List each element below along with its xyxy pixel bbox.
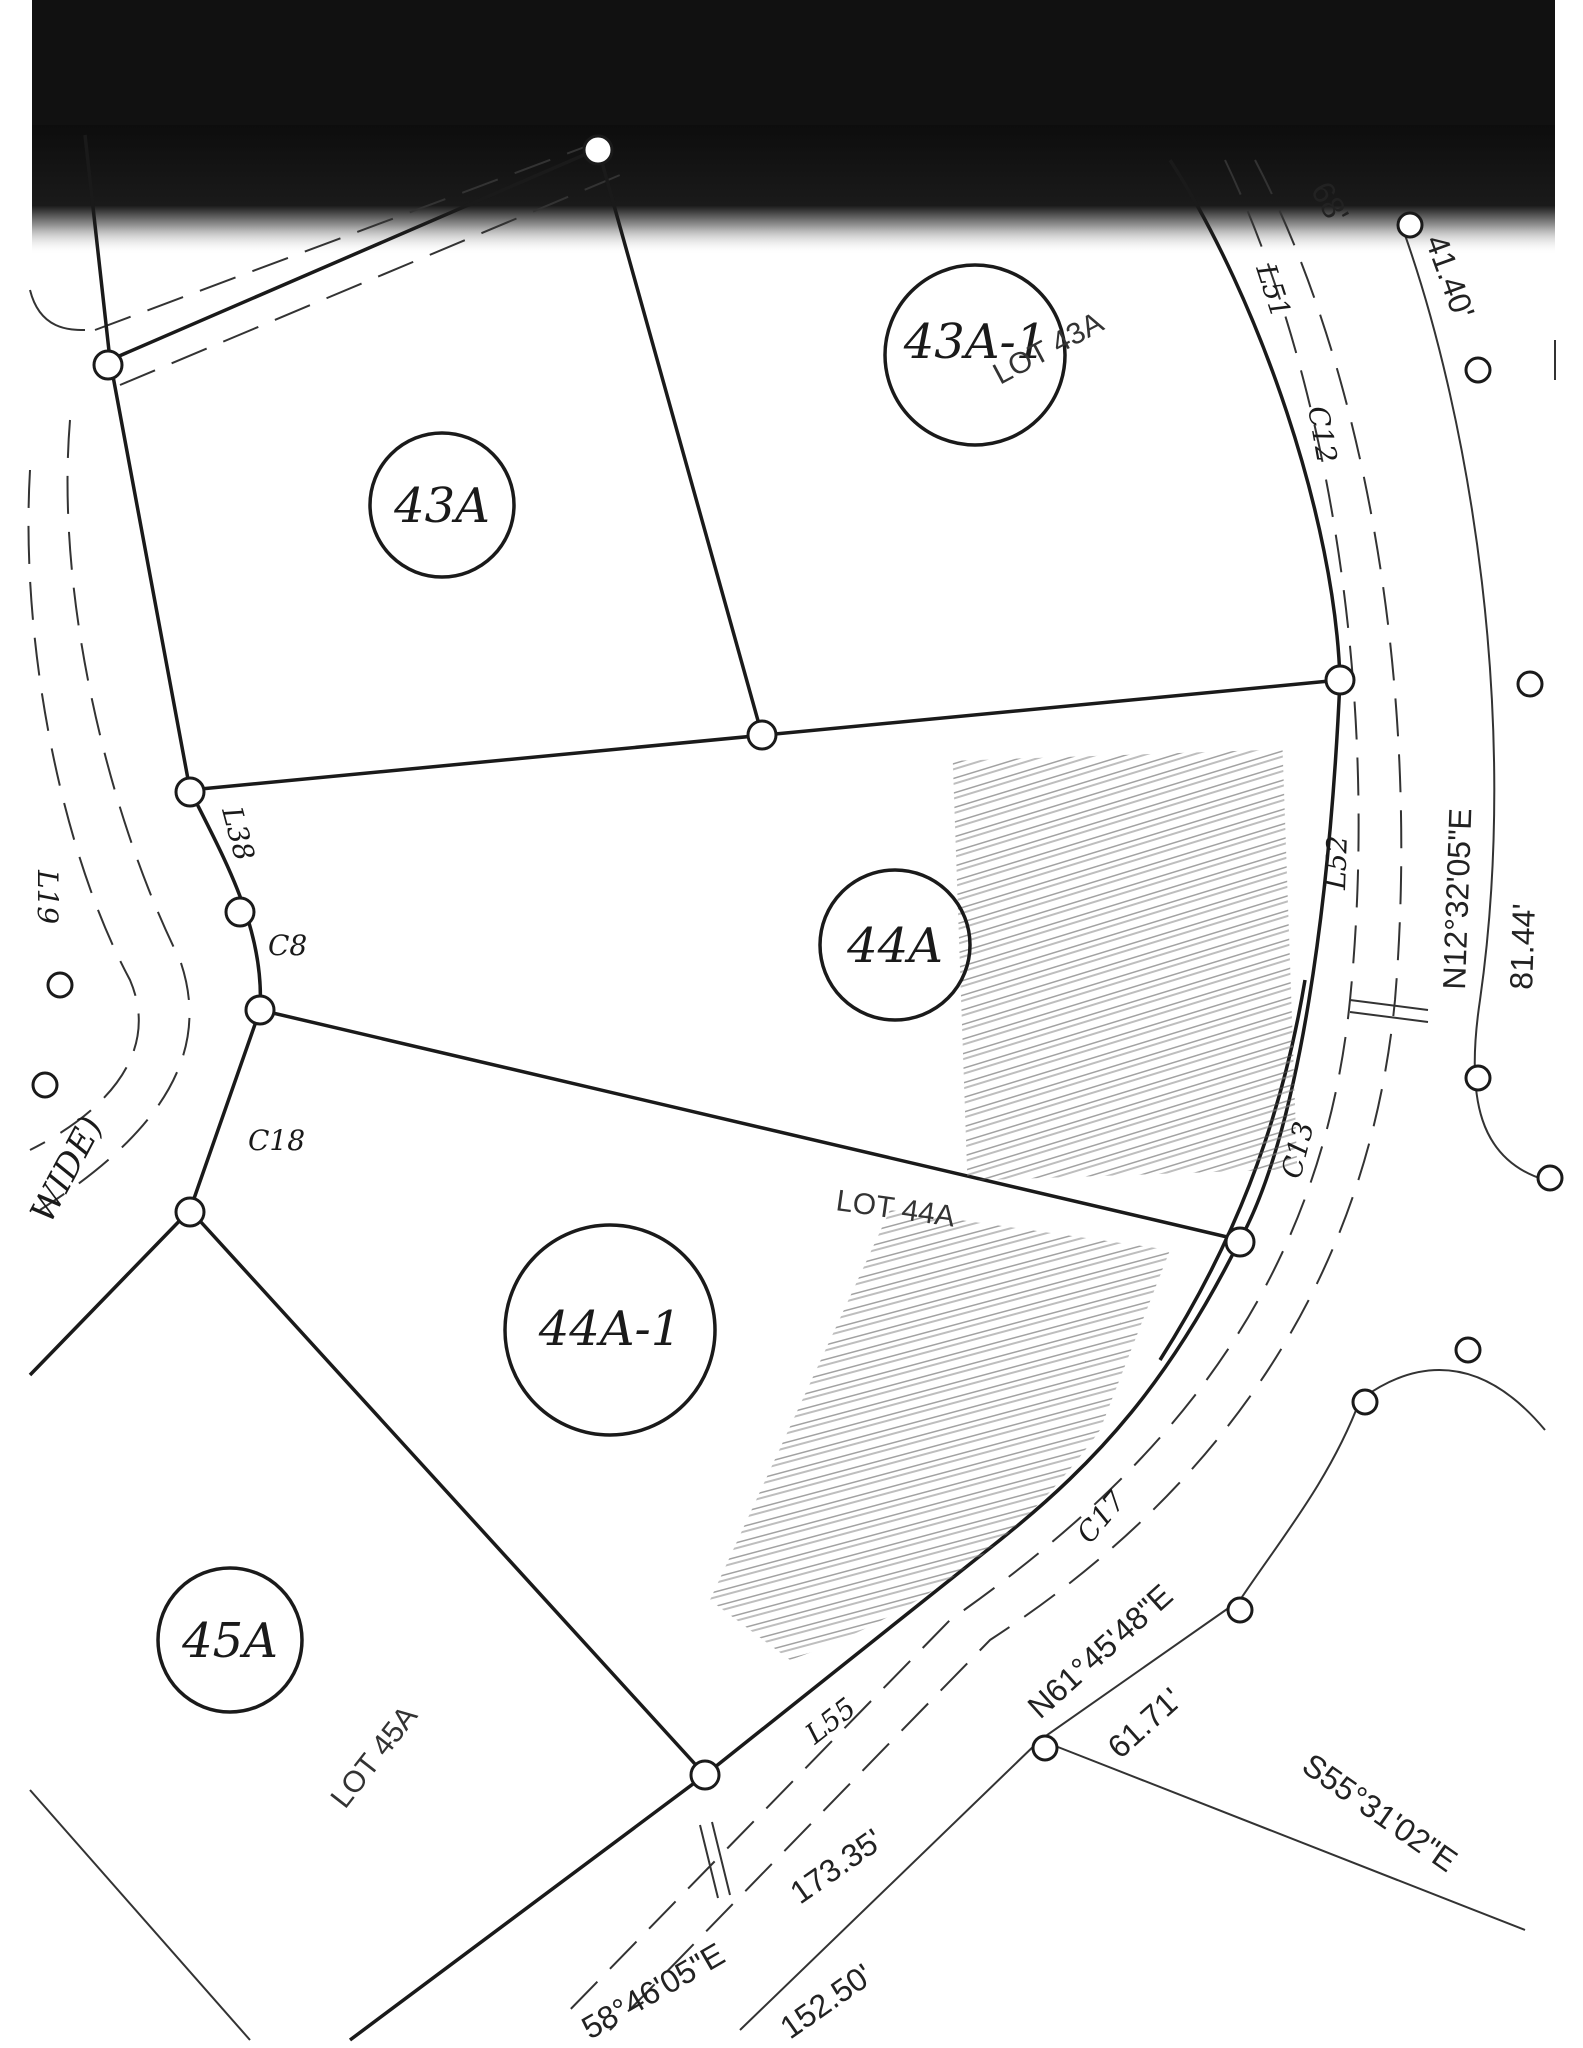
pin-icon bbox=[1351, 1388, 1379, 1416]
pin-icon bbox=[46, 971, 74, 999]
lot-label-44a-1: 44A-1 bbox=[538, 1301, 682, 1357]
pin-icon bbox=[244, 994, 276, 1026]
hatched-area-1 bbox=[952, 749, 1298, 1181]
row-line-right-inner bbox=[609, 159, 1403, 2031]
pin-icon bbox=[1324, 664, 1356, 696]
scan-left-margin bbox=[0, 0, 32, 2048]
lot-circle-43a bbox=[368, 431, 516, 579]
lot-label-45a: 45A bbox=[181, 1613, 278, 1669]
row-line-left-outer bbox=[39, 419, 191, 1211]
lot-line-43a-div bbox=[596, 147, 764, 736]
bearing-58: 58°46'05"E bbox=[576, 1936, 731, 2046]
lot-circle-45a bbox=[156, 1566, 304, 1714]
pin-icon bbox=[746, 719, 778, 751]
bearing-n12: N12°32'05"E bbox=[1436, 808, 1478, 991]
lot-label-44a: 44A bbox=[846, 918, 943, 974]
row-line-top-left-2 bbox=[119, 174, 621, 386]
pin-icon bbox=[224, 896, 256, 928]
pin-icon bbox=[1464, 1064, 1492, 1092]
pin-icon bbox=[31, 1071, 59, 1099]
lot-line-44a-44a1 bbox=[259, 1008, 1241, 1242]
pin-icon bbox=[1454, 1336, 1482, 1364]
pin-icon bbox=[1031, 1734, 1059, 1762]
lot-label-43a: 43A bbox=[393, 478, 490, 534]
row-line-left-inner bbox=[27, 469, 140, 1151]
boundary-lower-right bbox=[1039, 1739, 1526, 1931]
pin-icon bbox=[582, 134, 614, 166]
lot-line-c13-inner bbox=[1158, 979, 1307, 1361]
lot-line-43a-top bbox=[109, 146, 601, 362]
scan-right-margin bbox=[1555, 0, 1583, 2048]
scan-fade bbox=[0, 125, 1583, 255]
lot-circle-44a bbox=[818, 868, 972, 1022]
pin-icon bbox=[1226, 1596, 1254, 1624]
ghost-lot-45a: LOT 45A bbox=[325, 1700, 425, 1815]
lot-line-east bbox=[348, 159, 1342, 2042]
pin-icon bbox=[1396, 211, 1424, 239]
seg-label-c18: C18 bbox=[248, 1124, 305, 1157]
boundary-right-curve bbox=[1239, 1369, 1546, 1601]
pin-icon bbox=[1224, 1226, 1256, 1258]
pin-icon bbox=[1464, 356, 1492, 384]
tick-marks-right bbox=[1349, 999, 1429, 1023]
row-line-top-left-1 bbox=[94, 144, 591, 331]
seg-label-c8: C8 bbox=[268, 929, 307, 962]
distance-15250: 152.50' bbox=[773, 1957, 879, 2046]
boundary-lower-street bbox=[739, 1599, 1241, 2031]
pin-icon bbox=[174, 776, 206, 808]
hatched-area-2 bbox=[710, 1210, 1170, 1660]
pin-icon bbox=[689, 1759, 721, 1791]
seg-label-l51: L51 bbox=[1249, 259, 1297, 322]
pin-icon bbox=[1536, 1164, 1564, 1192]
lot-line-44a1-45a bbox=[188, 1208, 707, 1777]
seg-label-l19: L19 bbox=[31, 869, 64, 924]
boundary-right-edge bbox=[1404, 234, 1546, 1181]
lot-label-43a-1: 43A-1 bbox=[903, 314, 1047, 370]
bearing-s55: S55°31'02"E bbox=[1296, 1746, 1464, 1879]
pin-icon bbox=[174, 1196, 206, 1228]
tick-marks-bottom bbox=[699, 1821, 731, 1899]
old-lot-curve bbox=[29, 289, 86, 331]
lot-circle-43a-1 bbox=[883, 263, 1067, 447]
lot-circle-44a-1 bbox=[503, 1223, 717, 1437]
pin-icon bbox=[92, 349, 124, 381]
distance-6171: 61.71' bbox=[1101, 1681, 1189, 1765]
distance-8144: 81.44' bbox=[1503, 903, 1542, 990]
seg-label-l52: L52 bbox=[1319, 835, 1354, 891]
lot-line-45a-bottom bbox=[29, 1789, 251, 2041]
pin-icon bbox=[1516, 670, 1544, 698]
seg-label-c12: C12 bbox=[1301, 403, 1343, 465]
